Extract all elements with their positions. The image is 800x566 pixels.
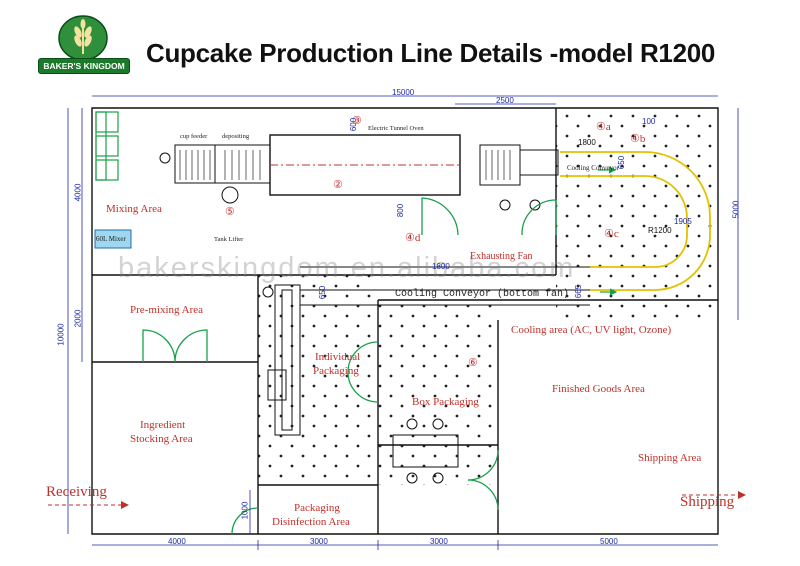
dim-left-mid: 2000: [73, 309, 83, 328]
area-packaging-line2: Disinfection Area: [272, 516, 350, 528]
dim-right-total: 5000: [731, 200, 741, 219]
dim-650-b: 650: [318, 285, 328, 300]
dim-top-total: 15000: [392, 88, 415, 97]
marker-5: ⑤: [225, 206, 235, 218]
marker-3: ③: [352, 115, 362, 127]
dim-1800: 1800: [578, 138, 596, 147]
area-mixing: Mixing Area: [106, 203, 162, 215]
area-shipping: Shipping Area: [638, 452, 702, 464]
label-cooling-conveyor-top: Cooling Conveyor: [567, 164, 619, 172]
area-box-packaging: Box Packaging: [412, 396, 479, 408]
watermark: bakerskingdom.en.alibaba.com: [118, 252, 576, 284]
dim-800: 800: [396, 203, 406, 218]
clean-zone-cooling: [556, 108, 718, 320]
cooling-conveyor-path: [300, 151, 711, 306]
area-cooling: Cooling area (AC, UV light, Ozone): [511, 324, 672, 336]
area-premixing: Pre-mixing Area: [130, 304, 204, 316]
dimension-lines: [67, 95, 739, 550]
dim-1905: 1905: [674, 217, 692, 226]
marker-4b: ④b: [630, 133, 646, 145]
area-packaging-line1: Packaging: [294, 502, 340, 514]
dim-665: 665: [574, 284, 584, 299]
dim-bottom-1: 4000: [168, 537, 186, 546]
label-cooling-conveyor-bottom: Cooling Conveyor (bottom fan): [395, 289, 570, 300]
marker-4c: ④c: [604, 228, 619, 240]
dim-radius: R1200: [648, 226, 672, 235]
operator-figures: [159, 152, 541, 484]
page-title: Cupcake Production Line Details -model R…: [146, 38, 716, 68]
dim-bottom-3: 3000: [430, 537, 448, 546]
dim-left-total: 10000: [56, 323, 66, 346]
label-shipping: Shipping: [680, 494, 735, 510]
dim-bottom-4: 5000: [600, 537, 618, 546]
label-depositing: depositing: [222, 133, 250, 140]
label-receiving: Receiving: [46, 484, 107, 500]
dim-left-door: 1000: [240, 501, 250, 520]
dim-top-partial: 2500: [496, 96, 514, 105]
clean-zone-box: [378, 300, 498, 485]
area-individual-line1: Individual: [315, 351, 361, 363]
label-cup-feeder: cup feeder: [180, 133, 208, 140]
header: BAKER'S KINGDOM Cupcake Production Line …: [0, 0, 800, 84]
dim-bottom-2: 3000: [310, 537, 328, 546]
equipment: [174, 134, 559, 436]
shelves: [95, 111, 119, 181]
marker-4a: ④a: [596, 121, 611, 133]
marker-4d: ④d: [405, 232, 421, 244]
conveyor-slats: [179, 150, 511, 180]
logo: BAKER'S KINGDOM: [38, 12, 130, 82]
marker-6: ⑥: [468, 357, 478, 369]
wheat-logo-icon: [58, 15, 108, 61]
logo-text: BAKER'S KINGDOM: [38, 58, 130, 74]
dim-1800-b: 1800: [432, 262, 450, 271]
area-individual-line2: Packaging: [313, 365, 359, 377]
doors: [142, 197, 557, 535]
clean-zone-packaging: [258, 275, 378, 485]
dim-left-upper: 4000: [73, 183, 83, 202]
area-finished-goods: Finished Goods Area: [552, 383, 645, 395]
area-ingredient-line1: Ingredient: [140, 419, 186, 431]
marker-2: ②: [333, 179, 343, 191]
label-exhausting-fan: Exhausting Fan: [470, 251, 533, 262]
label-mixer: 60L Mixer: [96, 235, 126, 243]
area-ingredient-line2: Stocking Area: [130, 433, 193, 445]
label-tank-lifter: Tank Lifter: [214, 236, 244, 243]
mixer-body: [94, 229, 132, 249]
dim-100: 100: [642, 117, 656, 126]
label-tunnel-oven: Electric Tunnel Oven: [368, 125, 424, 132]
